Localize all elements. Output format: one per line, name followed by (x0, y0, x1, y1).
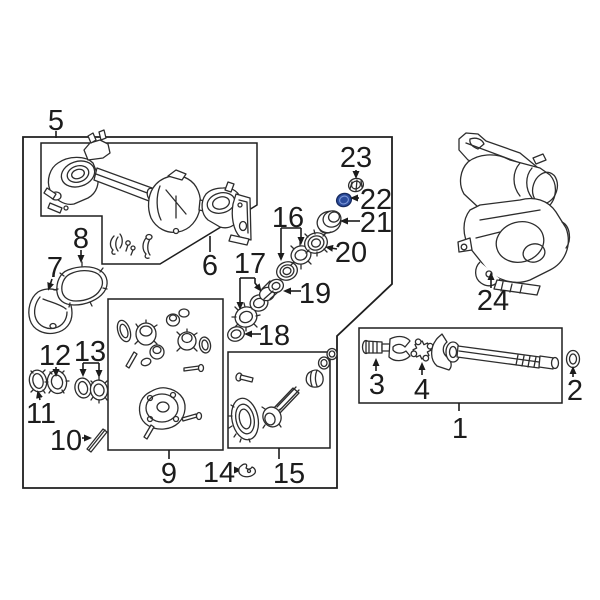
side-bearing-seal-drawings[interactable] (27, 368, 109, 404)
callout-8[interactable]: 8 (73, 223, 89, 255)
box-differential-9 (107, 298, 224, 451)
callout-2[interactable]: 2 (567, 375, 583, 407)
cover-gasket-drawing[interactable] (53, 261, 108, 308)
axle-shaft-drawing[interactable] (361, 333, 560, 371)
callout-16[interactable]: 16 (272, 202, 304, 234)
callout-11[interactable]: 11 (26, 398, 56, 430)
callout-10[interactable]: 10 (50, 425, 82, 457)
callout-22[interactable]: 22 (360, 184, 392, 216)
callout-6[interactable]: 6 (202, 250, 218, 282)
axle-bushing-drawing[interactable] (565, 349, 581, 369)
callout-24[interactable]: 24 (477, 285, 509, 317)
callout-17[interactable]: 17 (234, 248, 266, 280)
callout-labels: 1 2 3 4 5 6 7 8 9 10 11 12 13 14 15 16 1… (26, 105, 583, 490)
callout-3[interactable]: 3 (369, 369, 385, 401)
callout-23[interactable]: 23 (340, 142, 372, 174)
box-axle-shaft-1 (358, 327, 563, 404)
highlighted-seal-drawing[interactable] (335, 191, 354, 208)
callout-12[interactable]: 12 (39, 340, 71, 372)
leader-lines (36, 131, 577, 474)
axle-housing-drawing[interactable] (43, 129, 252, 246)
callout-7[interactable]: 7 (47, 252, 63, 284)
callout-19[interactable]: 19 (299, 278, 331, 310)
hub-bearing-seal-stack-drawing[interactable] (226, 208, 344, 343)
callout-1[interactable]: 1 (452, 413, 468, 445)
spindle-nut-drawing[interactable] (347, 176, 366, 193)
snap-ring-clip-drawing[interactable] (238, 463, 257, 478)
callout-20[interactable]: 20 (335, 237, 367, 269)
callout-4[interactable]: 4 (414, 374, 430, 406)
callout-13[interactable]: 13 (74, 336, 106, 368)
ring-and-pinion-drawing[interactable] (228, 347, 338, 443)
callout-21[interactable]: 21 (360, 207, 392, 239)
roll-pin-drawing[interactable] (86, 428, 108, 453)
callout-15[interactable]: 15 (273, 458, 305, 490)
callout-5[interactable]: 5 (48, 105, 64, 137)
callout-9[interactable]: 9 (161, 458, 177, 490)
callout-18[interactable]: 18 (258, 320, 290, 352)
differential-internals-drawing[interactable] (115, 308, 212, 440)
callout-14[interactable]: 14 (203, 457, 235, 489)
brake-line-clips-drawing[interactable] (109, 233, 153, 259)
box-axle-assembly-5 (22, 136, 393, 489)
box-axle-housing-6 (40, 142, 258, 265)
disconnect-housing-drawing[interactable] (457, 132, 571, 296)
